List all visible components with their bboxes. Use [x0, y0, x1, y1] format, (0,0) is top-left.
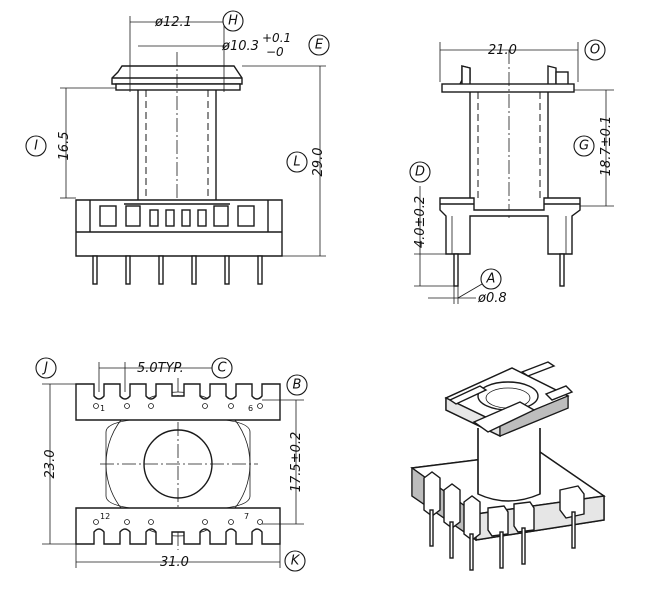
svg-text:H: H — [228, 14, 238, 29]
isometric-pins — [429, 509, 576, 571]
svg-text:B: B — [293, 378, 302, 393]
dim-core-tol-minus: −0 — [266, 45, 284, 59]
svg-text:J: J — [41, 361, 48, 376]
dim-pin-length: 4.0±0.2 — [413, 196, 428, 248]
callout-c: C — [211, 357, 233, 379]
svg-text:C: C — [217, 361, 227, 376]
callout-e: E — [308, 34, 330, 56]
callout-j: J — [35, 357, 57, 379]
front-pins — [92, 255, 263, 285]
svg-text:G: G — [579, 139, 589, 154]
dim-pin-pitch: 5.0TYP. — [137, 361, 184, 376]
callout-i: I — [25, 135, 47, 157]
isometric-view — [410, 361, 606, 571]
callout-g: G — [573, 135, 595, 157]
dim-row-spacing: 17.5±0.2 — [289, 432, 304, 493]
svg-text:I: I — [34, 139, 38, 154]
dim-height-total: 29.0 — [311, 148, 326, 177]
callout-b: B — [286, 374, 308, 396]
front-view: ø12.1 ø10.3 +0.1 −0 16.5 29.0 — [57, 15, 326, 285]
svg-text:D: D — [415, 165, 425, 180]
dim-height-upper: 16.5 — [57, 132, 72, 161]
callout-k: K — [284, 550, 306, 572]
callout-o: O — [584, 39, 606, 61]
dim-depth: 23.0 — [43, 450, 58, 479]
side-view: 21.0 18.7±0.1 4.0±0.2 ø0.8 — [413, 42, 614, 306]
callout-tags: A B C D E G H I — [25, 10, 606, 572]
dim-core-tol-plus: +0.1 — [262, 31, 291, 45]
callout-h: H — [222, 10, 244, 32]
dim-core-diameter: ø10.3 — [221, 39, 259, 54]
svg-text:A: A — [486, 272, 496, 287]
dim-side-height: 18.7±0.1 — [599, 116, 614, 177]
svg-text:L: L — [293, 155, 300, 170]
svg-text:O: O — [590, 43, 600, 58]
callout-a: A — [457, 268, 502, 299]
dim-inner-diameter: ø12.1 — [154, 15, 192, 30]
pin-number-7: 7 — [244, 512, 249, 521]
dim-base-width: 31.0 — [160, 555, 189, 570]
svg-text:K: K — [291, 554, 301, 569]
pin-number-6: 6 — [248, 404, 253, 413]
dim-pin-diameter: ø0.8 — [477, 291, 507, 306]
svg-text:E: E — [315, 38, 324, 53]
dim-top-width: 21.0 — [488, 43, 517, 58]
pin-number-1: 1 — [100, 404, 105, 413]
callout-d: D — [409, 161, 431, 183]
callout-l: L — [286, 151, 308, 173]
pin-number-12: 12 — [100, 512, 110, 521]
bottom-view: 1 6 12 7 5.0TYP. 17.5±0.2 23.0 31.0 — [42, 361, 304, 570]
